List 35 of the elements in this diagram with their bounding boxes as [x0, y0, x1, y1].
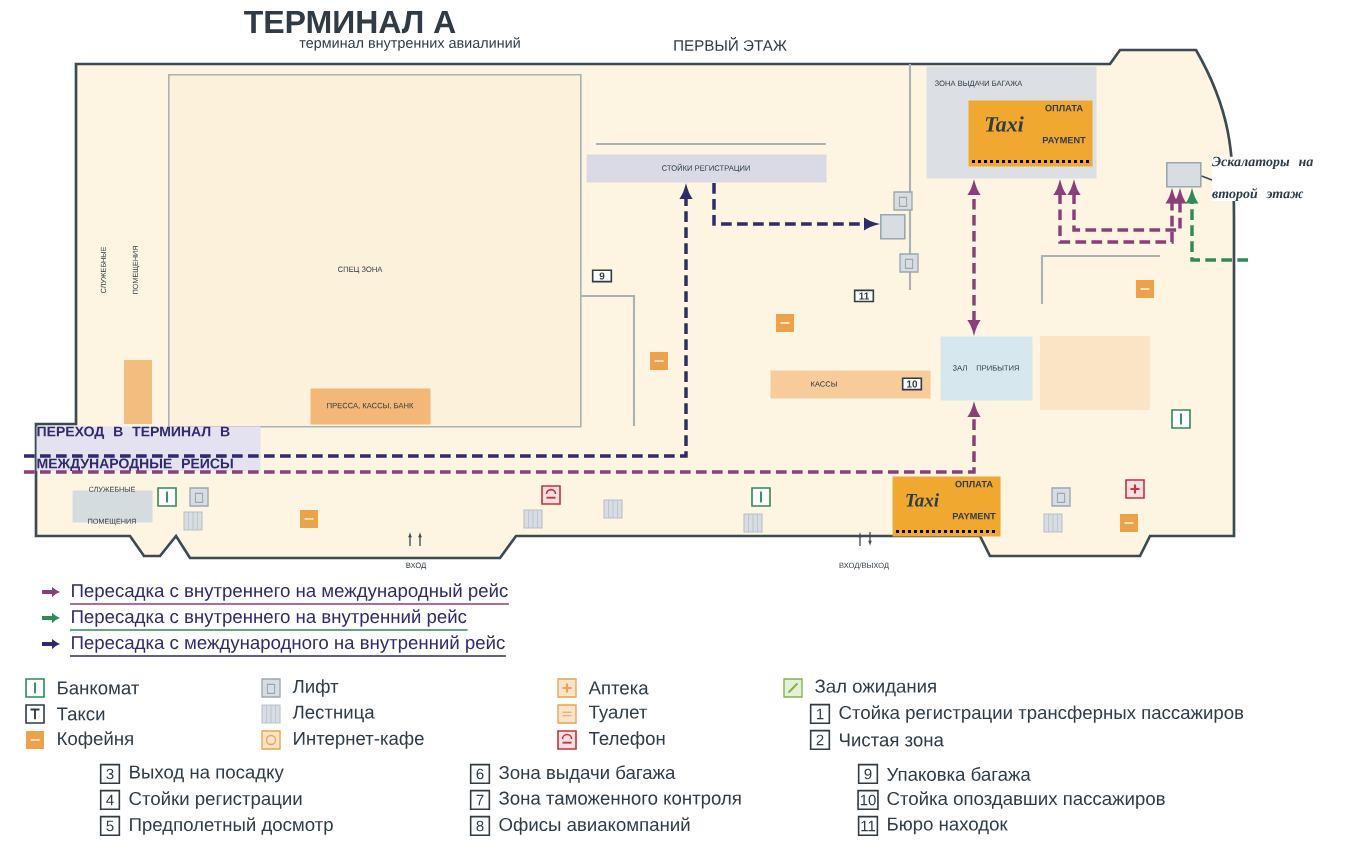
legend-text: Телефон — [588, 731, 665, 749]
legend-text: Зал ожидания — [815, 679, 936, 697]
route-arrow — [1068, 183, 1186, 232]
route-arrow — [24, 405, 980, 474]
route-arrow — [24, 187, 692, 458]
legend-text: Стойка регистрации трансферных пассажиров — [839, 705, 1244, 723]
legend-text: Банкомат — [58, 681, 140, 695]
legend-text: Выход на посадку — [130, 765, 284, 783]
legend-text: Пересадка с внутреннего на международный рейс — [69, 583, 510, 605]
leader-line — [1200, 175, 1213, 181]
legend-text: Зона выдачи багажа — [499, 765, 676, 783]
legend-text: Предполетный досмотр — [130, 817, 333, 835]
elevator — [880, 214, 906, 240]
title: ТЕРМИНАЛ А — [244, 10, 456, 34]
legend-text: Лифт — [292, 679, 339, 697]
legend-text: Офисы авиакомпаний — [499, 817, 690, 835]
legend-text: Кофейня — [58, 731, 133, 749]
legend-text: Зона таможенного контроля — [499, 791, 741, 809]
legend-text: Лестница — [292, 705, 375, 723]
route-arrow — [712, 183, 876, 230]
legend-text: Чистая зона — [840, 733, 944, 747]
legend-text: Стойки регистрации — [129, 791, 302, 809]
legend-text: Пересадка с внутреннего на внутренний рейс — [69, 609, 469, 631]
legend-text: Такси — [56, 707, 105, 721]
legend-text: Туалет — [588, 705, 648, 723]
legend-text: Пересадка с международного на внутренний рейс — [69, 635, 507, 657]
escalator — [1166, 162, 1202, 188]
legend-text: Стойка опоздавших пассажиров — [887, 791, 1165, 809]
route-arrow — [968, 183, 980, 332]
route-arrow — [1054, 183, 1178, 244]
legend-text: Упаковка багажа — [887, 767, 1031, 781]
legend-text: Аптека — [588, 681, 649, 695]
legend-text: Бюро находок — [888, 817, 1008, 835]
route-arrow — [1186, 191, 1248, 262]
legend-text: Интернет-кафе — [294, 731, 424, 749]
